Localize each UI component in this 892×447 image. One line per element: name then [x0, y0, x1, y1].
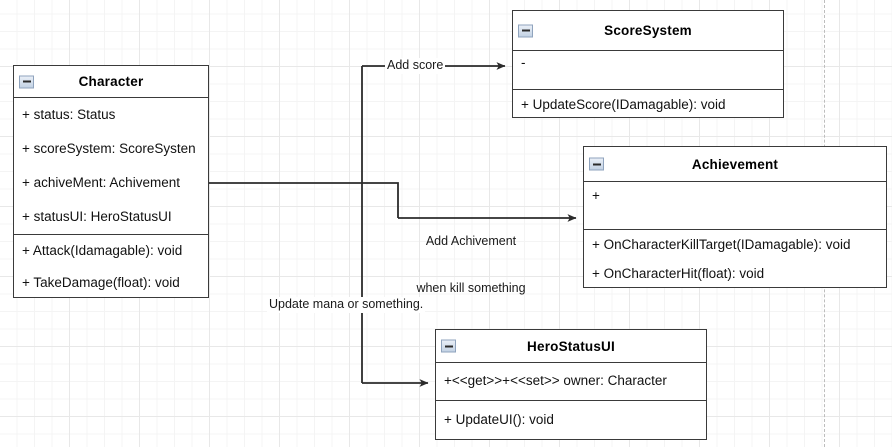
class-method-row: + OnCharacterHit(float): void: [592, 265, 765, 281]
class-attribute-row: +<<get>>+<<set>> owner: Character: [444, 373, 667, 389]
class-method-row: + OnCharacterKillTarget(IDamagable): voi…: [592, 236, 851, 252]
class-box-scoresystem[interactable]: ScoreSystem - + UpdateScore(IDamagable):…: [512, 10, 784, 118]
connector-label-add-achievement: Add Achivement when kill something: [405, 203, 537, 328]
connector-label-add-score: Add score: [385, 58, 446, 74]
class-attributes-scoresystem: -: [513, 51, 783, 89]
minus-box-icon[interactable]: [589, 157, 604, 171]
connector-label-update-mana: Update mana or something.: [267, 297, 426, 313]
class-header-character: Character: [14, 66, 208, 98]
class-methods-achievement: + OnCharacterKillTarget(IDamagable): voi…: [584, 229, 886, 287]
class-title-herostatusui: HeroStatusUI: [527, 338, 615, 354]
class-box-character[interactable]: Character + status: Status + scoreSystem…: [13, 65, 209, 298]
class-method-row: + UpdateUI(): void: [444, 412, 554, 428]
class-attribute-row: +: [592, 187, 600, 203]
class-attributes-herostatusui: +<<get>>+<<set>> owner: Character: [436, 363, 706, 400]
class-attributes-achievement: +: [584, 182, 886, 229]
class-header-achievement: Achievement: [584, 147, 886, 182]
class-attribute-row: + scoreSystem: ScoreSysten: [22, 140, 196, 156]
class-method-row: + UpdateScore(IDamagable): void: [521, 96, 726, 112]
class-box-herostatusui[interactable]: HeroStatusUI +<<get>>+<<set>> owner: Cha…: [435, 329, 707, 440]
connector-add-score[interactable]: [361, 62, 506, 183]
class-header-scoresystem: ScoreSystem: [513, 11, 783, 51]
class-method-row: + Attack(Idamagable): void: [22, 243, 183, 259]
class-attribute-row: + status: Status: [22, 106, 116, 122]
class-attributes-character: + status: Status + scoreSystem: ScoreSys…: [14, 98, 208, 234]
class-methods-herostatusui: + UpdateUI(): void: [436, 400, 706, 439]
class-attribute-row: -: [521, 55, 526, 70]
class-header-herostatusui: HeroStatusUI: [436, 330, 706, 363]
connector-label-add-achievement-line1: Add Achivement: [425, 234, 517, 249]
class-method-row: + TakeDamage(float): void: [22, 274, 180, 290]
class-box-achievement[interactable]: Achievement + + OnCharacterKillTarget(ID…: [583, 146, 887, 288]
class-attribute-row: + achiveMent: Achivement: [22, 174, 180, 190]
class-title-character: Character: [78, 74, 144, 89]
class-title-achievement: Achievement: [691, 156, 779, 172]
minus-box-icon[interactable]: [19, 75, 34, 88]
class-title-scoresystem: ScoreSystem: [604, 23, 692, 38]
connector-label-add-achievement-line2: when kill something: [416, 281, 526, 296]
minus-box-icon[interactable]: [518, 24, 533, 37]
class-methods-scoresystem: + UpdateScore(IDamagable): void: [513, 89, 783, 119]
minus-box-icon[interactable]: [441, 339, 456, 353]
class-attribute-row: + statusUI: HeroStatusUI: [22, 208, 172, 224]
class-methods-character: + Attack(Idamagable): void + TakeDamage(…: [14, 234, 208, 299]
